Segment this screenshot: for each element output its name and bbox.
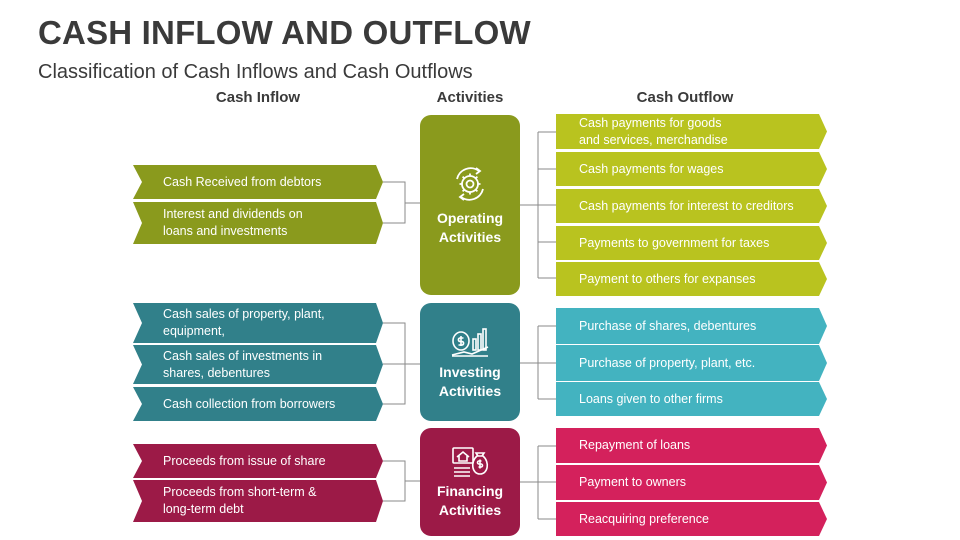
operating-outflow-item: Cash payments for wages: [556, 152, 827, 186]
header-cash-outflow: Cash Outflow: [636, 89, 734, 106]
money-growth-icon: [451, 328, 489, 357]
page-title: CASH INFLOW AND OUTFLOW: [38, 14, 531, 51]
operating-label-1: Operating: [436, 210, 504, 227]
investing-label-1: Investing: [439, 364, 501, 381]
operating-outflow-item: Cash payments for interest to creditors: [556, 189, 827, 223]
bank-money-bag-icon: [452, 447, 489, 477]
page-subtitle: Classification of Cash Inflows and Cash …: [38, 61, 473, 83]
operating-outflow-item: Payment to others for expanses: [556, 262, 827, 296]
investing-inflow-bracket: [383, 322, 420, 405]
financing-inflow-item: Proceeds from short-term &long-term debt: [133, 480, 383, 522]
header-cash-inflow: Cash Inflow: [215, 89, 301, 106]
investing-outflow-item: Purchase of property, plant, etc.: [556, 345, 827, 381]
financing-inflow-bracket: [383, 460, 420, 502]
investing-outflow-item: Loans given to other firms: [556, 382, 827, 416]
financing-outflow-item: Repayment of loans: [556, 428, 827, 463]
financing-outflow-item: Reacquiring preference: [556, 502, 827, 536]
gear-cycle-icon: [456, 167, 484, 201]
investing-outflow-bracket: [520, 325, 556, 400]
financing-label-1: Financing: [436, 483, 504, 500]
operating-outflow-bracket: [520, 131, 556, 279]
investing-inflow-item: Cash sales of property, plant,equipment,: [133, 303, 383, 343]
investing-outflow-item: Purchase of shares, debentures: [556, 308, 827, 344]
financing-outflow-item: Payment to owners: [556, 465, 827, 500]
header-activities: Activities: [436, 89, 504, 106]
financing-label-2: Activities: [438, 502, 502, 518]
investing-inflow-item: Cash collection from borrowers: [133, 387, 383, 421]
financing-outflow-bracket: [520, 445, 556, 520]
operating-outflow-item: Payments to government for taxes: [556, 226, 827, 260]
investing-label-2: Activities: [438, 383, 502, 399]
operating-label-2: Activities: [438, 229, 502, 245]
financing-inflow-item: Proceeds from issue of share: [133, 444, 383, 478]
operating-inflow-item: Cash Received from debtors: [133, 165, 383, 199]
operating-inflow-bracket: [383, 181, 420, 224]
